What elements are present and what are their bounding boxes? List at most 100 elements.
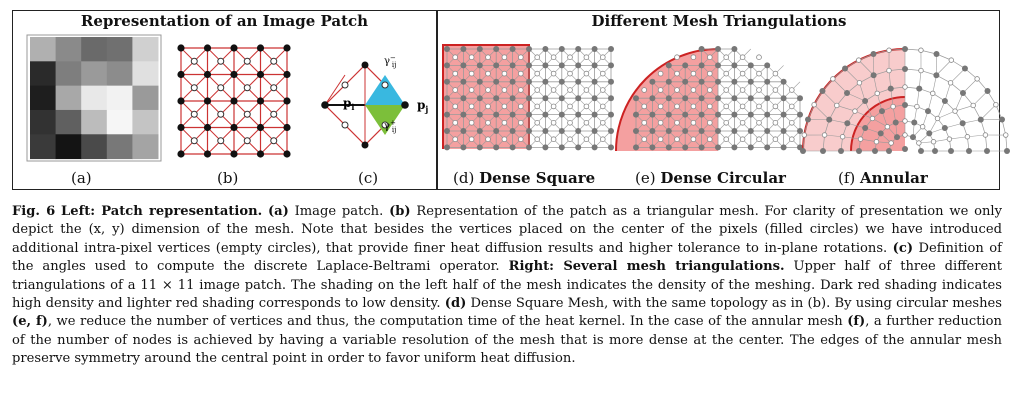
mesh-vertex xyxy=(542,62,549,69)
intra-vertex xyxy=(674,87,680,93)
intra-vertex xyxy=(946,136,953,142)
mesh-vertex xyxy=(633,144,639,151)
mesh-edge xyxy=(937,100,946,119)
intra-vertex xyxy=(993,101,999,108)
intra-vertex xyxy=(518,120,524,126)
intra-vertex xyxy=(674,70,680,77)
intra-vertex xyxy=(501,120,508,126)
intra-vertex xyxy=(690,54,697,60)
mesh-vertex xyxy=(797,95,803,102)
mesh-vertex xyxy=(977,116,984,123)
pixel-vertex xyxy=(361,141,369,149)
mesh-vertex xyxy=(493,46,500,52)
intra-vertex xyxy=(739,136,746,142)
patch-pixel xyxy=(81,37,108,62)
intra-vertex xyxy=(707,87,713,93)
pixel-vertex xyxy=(203,44,212,52)
mesh-edge xyxy=(854,110,873,119)
mesh-vertex xyxy=(764,111,771,118)
mesh-vertex xyxy=(715,144,721,151)
intra-vertex xyxy=(756,70,762,77)
intra-vertex xyxy=(723,103,729,110)
caption-text-c: Definition of the angles used to compute… xyxy=(12,240,1002,275)
intra-pixel-vertex xyxy=(190,137,198,145)
caption-fig-label: Fig. 6 xyxy=(12,204,56,219)
mesh-vertex xyxy=(575,128,582,134)
mesh-vertex xyxy=(575,78,582,85)
mesh-edge xyxy=(950,68,966,84)
mesh-edge xyxy=(859,82,866,102)
mesh-vertex xyxy=(933,50,940,57)
mesh-vertex xyxy=(844,90,851,97)
intra-vertex xyxy=(739,54,746,60)
pixel-vertex xyxy=(283,44,291,52)
pixel-vertex xyxy=(177,70,185,79)
pixel-vertex xyxy=(230,150,238,158)
pixel-vertex xyxy=(230,97,238,105)
mesh-edge xyxy=(932,75,937,94)
figure-panel: Representation of an Image Patch Differe… xyxy=(12,10,1010,190)
intra-vertex xyxy=(772,136,779,142)
sublabel-f: (f) Annular xyxy=(838,169,928,187)
mesh-edge xyxy=(836,105,856,112)
mesh-vertex xyxy=(509,144,516,151)
mesh-vertex xyxy=(764,78,771,85)
intra-vertex xyxy=(789,136,795,142)
mesh-vertex xyxy=(715,111,721,118)
intra-vertex xyxy=(468,103,475,110)
intra-vertex xyxy=(834,102,840,109)
intra-vertex xyxy=(772,70,779,77)
patch-pixel xyxy=(55,85,82,111)
mesh-vertex xyxy=(999,116,1006,123)
mesh-vertex xyxy=(747,144,754,151)
intra-vertex xyxy=(641,103,647,110)
intra-vertex xyxy=(918,47,924,53)
mesh-vertex xyxy=(665,95,672,102)
mesh-vertex xyxy=(966,148,972,154)
mesh-vertex xyxy=(698,95,705,102)
mesh-edge xyxy=(872,118,888,127)
caption-text-ef: , we reduce the number of vertices and t… xyxy=(47,314,843,330)
mesh-vertex xyxy=(526,128,532,134)
pixel-vertex xyxy=(177,97,185,105)
intra-vertex xyxy=(707,136,713,142)
pixel-vertex xyxy=(256,44,265,52)
intra-vertex xyxy=(739,70,746,77)
intra-vertex xyxy=(567,120,573,126)
patch-pixel xyxy=(132,134,159,160)
intra-vertex xyxy=(690,87,697,93)
mesh-vertex xyxy=(665,111,672,118)
intra-vertex xyxy=(518,103,524,110)
pixel-vertex xyxy=(177,44,185,52)
mesh-vertex xyxy=(444,95,450,102)
mesh-vertex xyxy=(444,62,450,69)
intra-vertex xyxy=(468,120,475,126)
intra-vertex xyxy=(534,136,540,142)
mesh-vertex xyxy=(747,78,754,85)
intra-vertex xyxy=(550,120,557,126)
mesh-vertex xyxy=(902,102,908,108)
mesh-edge xyxy=(822,90,838,106)
pixel-vertex xyxy=(401,101,409,109)
angle-gamma-plus-region xyxy=(365,105,405,135)
image-patch xyxy=(26,34,162,162)
mesh-vertex xyxy=(800,148,806,154)
mesh-vertex xyxy=(877,130,884,137)
mesh-vertex xyxy=(780,128,787,134)
intra-vertex xyxy=(888,140,894,146)
intra-vertex xyxy=(674,103,680,110)
mesh-vertex xyxy=(844,120,851,127)
intra-pixel-vertex xyxy=(341,121,349,129)
pixel-vertex xyxy=(256,123,265,132)
mesh-edge xyxy=(888,70,892,89)
mesh-vertex xyxy=(649,78,656,85)
mesh-vertex xyxy=(747,62,754,69)
mesh-vertex xyxy=(819,88,826,95)
caption-text-d: Dense Square Mesh, with the same topolog… xyxy=(470,296,1002,312)
mesh-vertex xyxy=(460,95,467,102)
intra-vertex xyxy=(970,102,976,109)
mesh-vertex xyxy=(444,128,450,134)
mesh-vertex xyxy=(460,111,467,118)
mesh-edge xyxy=(949,136,968,140)
intra-vertex xyxy=(739,87,746,93)
